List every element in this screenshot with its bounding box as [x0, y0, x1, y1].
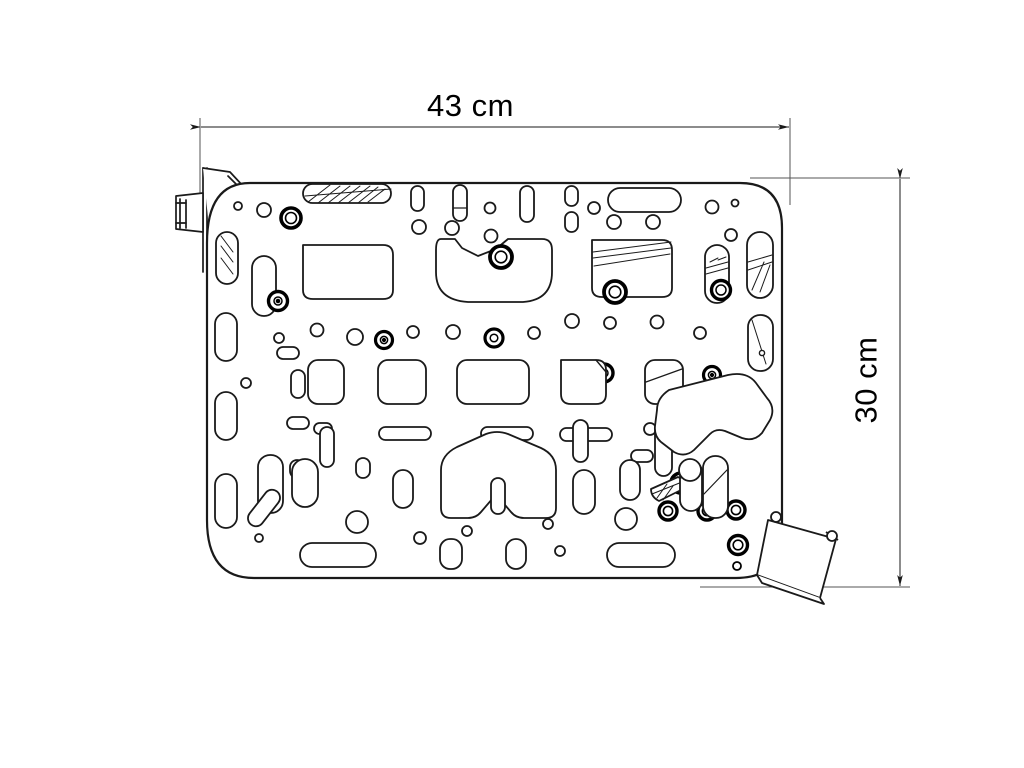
- cutout-bot-slot-1: [291, 458, 319, 508]
- cutout-left-vertical-slot-upper: [215, 231, 239, 285]
- cutout-bot-slot-3: [490, 477, 506, 515]
- cutout-hole-t8: [606, 214, 622, 230]
- cutout-hole-m11: [693, 326, 707, 340]
- width-dimension-label: 43 cm: [427, 88, 514, 123]
- cutout-top-slot-b: [452, 184, 468, 222]
- cutout-hole-m6: [445, 324, 461, 340]
- plate-perforations: [214, 183, 774, 571]
- cutout-hole-b6: [554, 545, 566, 557]
- cutout-top-slot-e: [564, 211, 579, 233]
- cutout-small-slot-m8: [290, 369, 306, 399]
- cutout-right-vertical-slot-b: [746, 231, 774, 299]
- cutout-upper-center-organic: [435, 238, 553, 303]
- cutout-hole-m1: [240, 377, 252, 389]
- cutout-bot-slot-4: [572, 469, 596, 515]
- cutout-top-slot-c: [519, 185, 535, 223]
- cutout-hole-t12: [724, 228, 738, 242]
- cutout-hole-t5: [483, 201, 497, 215]
- cutout-mid-rect-3: [456, 359, 530, 405]
- cutout-left-slot-3: [214, 473, 238, 529]
- cutout-hole-m8: [564, 313, 580, 329]
- cutout-hole-b1: [254, 533, 264, 543]
- cutout-hole-m5: [406, 325, 420, 339]
- cutout-bot-slot-5: [619, 459, 641, 501]
- cutout-bot-slot-diag: [247, 488, 281, 528]
- cutout-hole-t4: [444, 220, 460, 236]
- cutout-bot-rect-1: [299, 542, 377, 568]
- cutout-left-slot-1: [214, 312, 238, 362]
- cutout-hole-m9: [603, 316, 617, 330]
- cutout-hole-t10: [704, 199, 720, 215]
- cutout-hole-m7: [527, 326, 541, 340]
- cutout-right-vertical-slot-c: [747, 314, 774, 372]
- cutout-bot-rect-3: [505, 538, 527, 570]
- cutout-hole-t1: [233, 201, 243, 211]
- cutout-hole-t11: [730, 198, 740, 208]
- cutout-bot-slot-2: [392, 469, 414, 509]
- cutout-half-slot-upper-right: [678, 458, 702, 482]
- cutout-hole-m4: [346, 328, 364, 346]
- cutout-hole-b2: [345, 510, 369, 534]
- cutout-hole-t3: [411, 219, 427, 235]
- cutout-top-slot-f: [607, 187, 682, 213]
- cutout-hole-t9: [645, 214, 661, 230]
- cutout-bot-rect-4: [606, 542, 676, 568]
- cutout-small-slot-m2: [286, 416, 310, 430]
- cutout-hole-b3: [413, 531, 427, 545]
- cutout-hole-t2: [256, 202, 272, 218]
- cutout-small-slot-m11: [355, 457, 371, 479]
- cutout-right-organic: [653, 373, 774, 456]
- cutout-top-slot-a: [410, 185, 425, 212]
- cutout-right-diag-slot: [702, 455, 729, 519]
- cutout-hole-m3: [309, 322, 325, 338]
- cutout-hole-b7: [614, 507, 638, 531]
- cutout-small-slot-m1: [276, 346, 300, 360]
- cutout-mid-rect-2: [377, 359, 427, 405]
- cutout-top-slot-d: [564, 185, 579, 207]
- cutout-small-slot-m4: [378, 426, 432, 441]
- height-dimension-label: 30 cm: [848, 336, 884, 424]
- cutout-hole-t6: [483, 228, 499, 244]
- cutout-hole-t7: [587, 201, 601, 215]
- bottom-right-angled-tab: [756, 511, 839, 605]
- cutout-hole-b4: [461, 525, 473, 537]
- cutout-hatched-slot-top: [302, 183, 392, 204]
- cutout-small-slot-m7: [630, 449, 654, 463]
- cutout-center-arch: [440, 431, 557, 519]
- cutout-mid-rect-4-diag: [595, 359, 607, 373]
- cutout-upper-left-panel: [302, 244, 394, 300]
- cutout-hole-b5: [542, 518, 554, 530]
- cutout-mid-rect-4: [560, 359, 607, 405]
- cutout-bot-rect-2: [439, 538, 463, 570]
- cutout-small-slot-m9: [319, 426, 335, 468]
- cutout-left-slot-2: [214, 391, 238, 441]
- cutout-small-slot-m12: [572, 419, 589, 463]
- cutout-hole-m10: [649, 314, 665, 330]
- cutout-mid-rect-1: [307, 359, 345, 405]
- cutout-hole-m2: [273, 332, 285, 344]
